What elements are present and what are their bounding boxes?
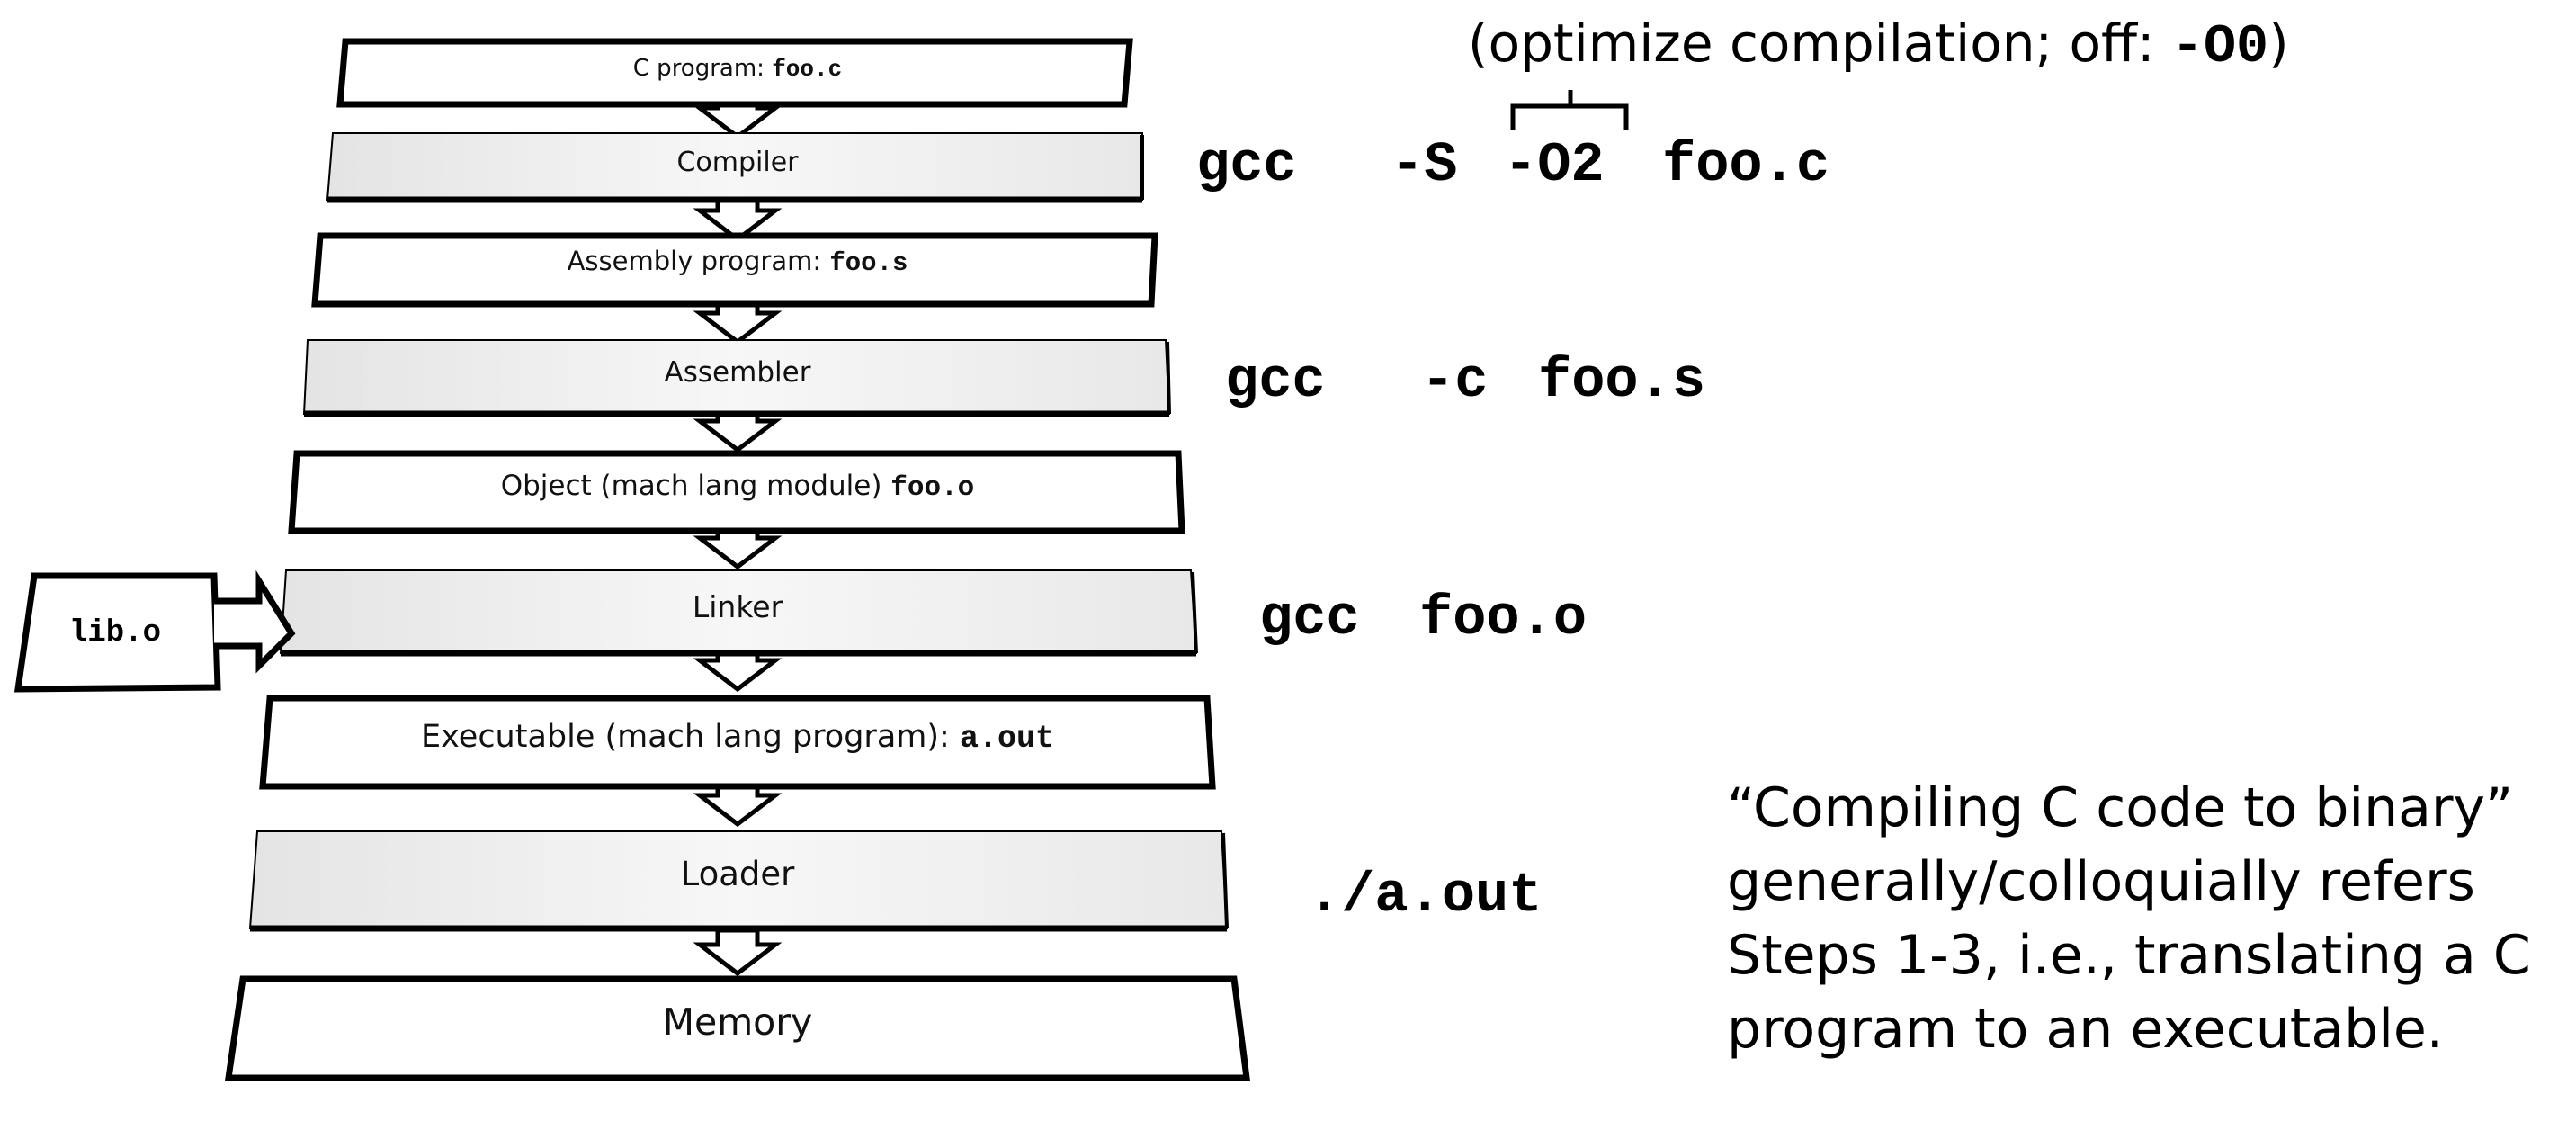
link-gcc: gcc [1259, 587, 1360, 650]
assembly-program-box: Assembly program: foo.s [311, 232, 1158, 308]
note-line-1: “Compiling C code to binary” [1727, 776, 2513, 839]
c-program-label: C program: [633, 55, 772, 82]
optimize-note: (optimize compilation; off: -O0) [1468, 13, 2289, 78]
compile-gcc: gcc [1196, 133, 1297, 197]
memory-box: Memory [224, 975, 1250, 1081]
svg-text:Assembly program: foo.s: Assembly program: foo.s [568, 246, 908, 278]
run-command: ./a.out [1308, 864, 1542, 928]
memory-label: Memory [663, 1000, 813, 1044]
compiler-stage-box: Compiler [326, 132, 1144, 203]
executable-label: Executable (mach lang program): [421, 719, 960, 755]
object-module-file: foo.o [890, 472, 974, 504]
note-line-3: Steps 1-3, i.e., translating a C [1727, 924, 2531, 987]
assemble-command: gcc -c foo.s [1225, 349, 1705, 413]
note-line-4: program to an executable. [1727, 998, 2444, 1061]
link-command: gcc foo.o [1259, 587, 1587, 650]
object-module-label: Object (mach lang module) [501, 470, 891, 502]
executable-file: a.out [960, 721, 1054, 757]
assemble-gcc: gcc [1225, 349, 1326, 413]
brace-icon [1510, 90, 1629, 130]
right-arrow-icon [214, 569, 296, 674]
library-input-box: lib.o [13, 569, 296, 693]
library-label: lib.o [69, 616, 161, 650]
assemble-c-flag: -c [1421, 349, 1488, 413]
loader-stage-box: Loader [248, 830, 1229, 932]
optimize-note-flag: -O0 [2171, 17, 2268, 78]
compile-o-flag: -O2 [1504, 133, 1605, 197]
assembly-program-file: foo.s [829, 248, 908, 278]
compile-s-flag: -S [1391, 133, 1457, 197]
note-line-2: generally/colloquially refers [1727, 850, 2475, 913]
optimize-note-suffix: ) [2268, 13, 2289, 74]
c-program-file: foo.c [772, 56, 842, 83]
optimize-note-prefix: (optimize compilation; off: [1468, 13, 2171, 74]
compile-file: foo.c [1662, 133, 1829, 197]
svg-text:Object (mach lang module) foo.: Object (mach lang module) foo.o [501, 470, 975, 504]
object-module-box: Object (mach lang module) foo.o [288, 450, 1185, 534]
compiler-label: Compiler [676, 147, 799, 178]
arrow-down-8 [700, 930, 775, 973]
executable-box: Executable (mach lang program): a.out [259, 695, 1216, 790]
linker-label: Linker [693, 589, 783, 624]
svg-text:C program: foo.c: C program: foo.c [633, 55, 842, 83]
loader-label: Loader [681, 855, 796, 893]
assembler-label: Assembler [665, 356, 811, 389]
compile-command: gcc -S -O2 foo.c [1196, 133, 1829, 197]
assembler-stage-box: Assembler [302, 339, 1171, 417]
c-program-box: C program: foo.c [336, 38, 1133, 108]
explanation-note: “Compiling C code to binary” generally/c… [1727, 776, 2531, 1061]
link-file: foo.o [1419, 587, 1587, 650]
svg-text:Executable (mach lang program): Executable (mach lang program): a.out [421, 719, 1054, 757]
assembly-program-label: Assembly program: [568, 246, 830, 276]
assemble-file: foo.s [1538, 349, 1705, 413]
linker-stage-box: Linker [279, 569, 1198, 657]
